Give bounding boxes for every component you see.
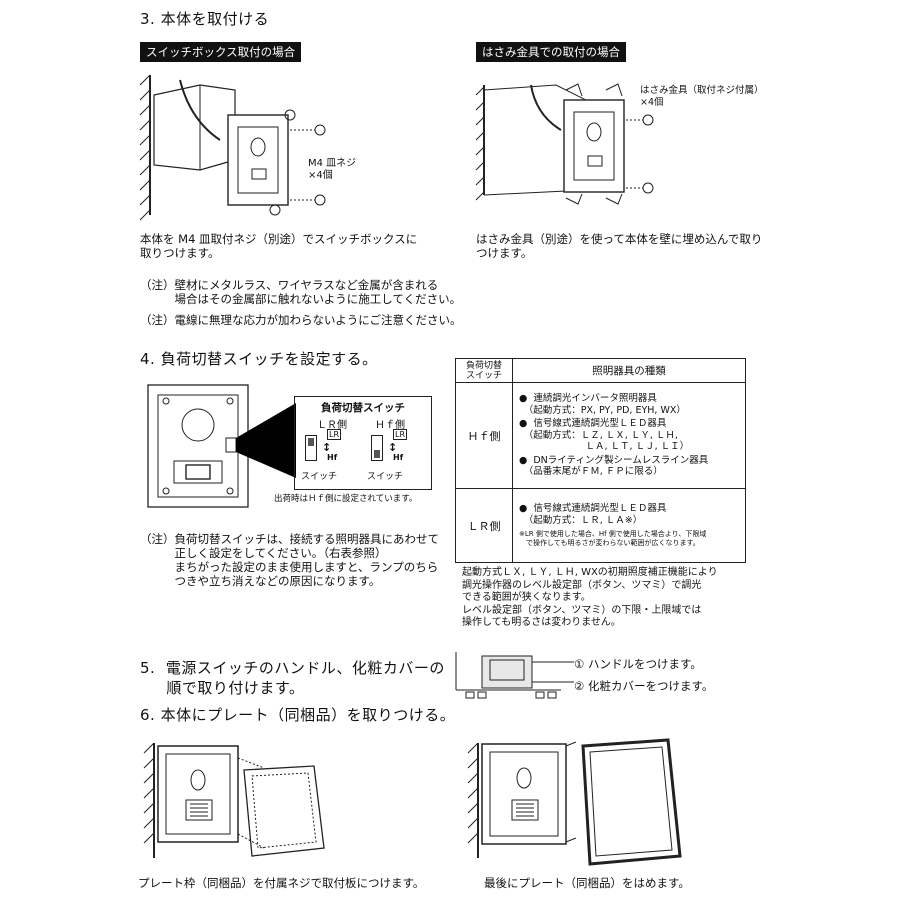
step5-heading: 5. 電源スイッチのハンドル、化粧カバーの 順で取り付けます。	[140, 659, 445, 697]
switch-caption-2: スイッチ	[367, 472, 404, 482]
plate-frame-text: プレート枠（同梱品）を付属ネジで取付板につけます。	[138, 876, 425, 890]
lr-side-label: ＬＲ側	[317, 420, 347, 431]
arrow-updown-icon-2: ↕	[388, 441, 398, 454]
table-hf-label: Ｈｆ側	[455, 382, 513, 489]
lr-mark: LR	[327, 429, 342, 440]
switchbox-mount-label: スイッチボックス取付の場合	[140, 42, 302, 62]
step4-heading: 4. 負荷切替スイッチを設定する。	[140, 350, 378, 368]
lr-item: ● 信号線式連続調光型ＬＥＤ器具 （起動方式：ＬＲ, ＬＡ※）	[519, 503, 667, 526]
note-wire-stress: （注）電線に無理な応力が加わらないようにご注意ください。	[140, 313, 462, 327]
hf-mark: Hf	[327, 453, 338, 462]
clip-mount-illustration	[475, 83, 654, 205]
hf-mark-2: Hf	[393, 453, 404, 462]
table-header-switch: 負荷切替 スイッチ	[455, 358, 513, 383]
hf-side-label: Ｈｆ側	[375, 420, 405, 431]
arrow-updown-icon: ↕	[322, 441, 332, 454]
switch-lr-illustration	[305, 435, 317, 461]
note-metal-lath: （注）壁材にメタルラス、ワイヤラスなど金属が含まれる 場合はその金属部に触れない…	[140, 278, 462, 306]
load-switch-callout: 負荷切替スイッチ ＬＲ側 Ｈｆ側 LR ↕ Hf LR ↕ Hf スイッチ スイ…	[294, 396, 432, 490]
luminaire-type-table: 負荷切替 スイッチ 照明器具の種類 Ｈｆ側 ● 連続調光インバータ照明器具 （起…	[455, 358, 746, 563]
switchbox-mount-illustration	[139, 74, 326, 221]
device-back-illustration	[147, 384, 296, 508]
switchbox-mount-text: 本体を M4 皿取付ネジ（別途）でスイッチボックスに 取りつけます。	[140, 232, 418, 260]
switch-hf-illustration	[371, 435, 383, 461]
table-header-type: 照明器具の種類	[512, 358, 746, 383]
callout-handle: ① ハンドルをつけます。	[574, 657, 702, 671]
screw-note: M4 皿ネジ ×4個	[308, 158, 357, 181]
plate-frame-illustration	[143, 742, 325, 858]
handle-cover-illustration	[455, 652, 574, 699]
hf-item-2: ● 信号線式連続調光型ＬＥＤ器具 （起動方式：ＬＺ, ＬＸ, ＬＹ, ＬＨ, Ｌ…	[519, 418, 690, 453]
plate-fit-illustration	[467, 738, 682, 866]
factory-setting-note: 出荷時はＨｆ側に設定されています。	[274, 494, 418, 504]
hf-item-1: ● 連続調光インバータ照明器具 （起動方式：PX, PY, PD, EYH, W…	[519, 393, 686, 416]
step3-heading: 3. 本体を取付ける	[140, 10, 270, 28]
clip-note: はさみ金具（取付ネジ付属） ×4個	[640, 85, 764, 108]
lr-footnote: ※LR 側で使用した場合、Hf 側で使用した場合より、下限域 で操作しても明るさ…	[519, 530, 707, 547]
table-lr-label: ＬＲ側	[455, 488, 513, 563]
initial-illuminance-note: 起動方式ＬＸ, ＬＹ, ＬＨ, WXの初期照度補正機能により 調光操作器のレベル…	[462, 567, 718, 628]
load-switch-note: （注）負荷切替スイッチは、接続する照明器具にあわせて 正しく設定をしてください。…	[140, 532, 439, 588]
hf-item-3: ● DNライティング製シームレスライン器具 （品番末尾がＦＭ, ＦＰに限る）	[519, 454, 709, 478]
clip-mount-text: はさみ金具（別途）を使って本体を壁に埋め込んで取り つけます。	[476, 232, 763, 260]
callout-title: 負荷切替スイッチ	[321, 402, 405, 414]
step6-heading: 6. 本体にプレート（同梱品）を取りつける。	[140, 706, 456, 724]
plate-fit-text: 最後にプレート（同梱品）をはめます。	[484, 876, 690, 890]
switch-caption-1: スイッチ	[301, 472, 338, 482]
clip-mount-label: はさみ金具での取付の場合	[476, 42, 626, 62]
lr-mark-2: LR	[393, 429, 408, 440]
callout-cover: ② 化粧カバーをつけます。	[574, 679, 714, 693]
